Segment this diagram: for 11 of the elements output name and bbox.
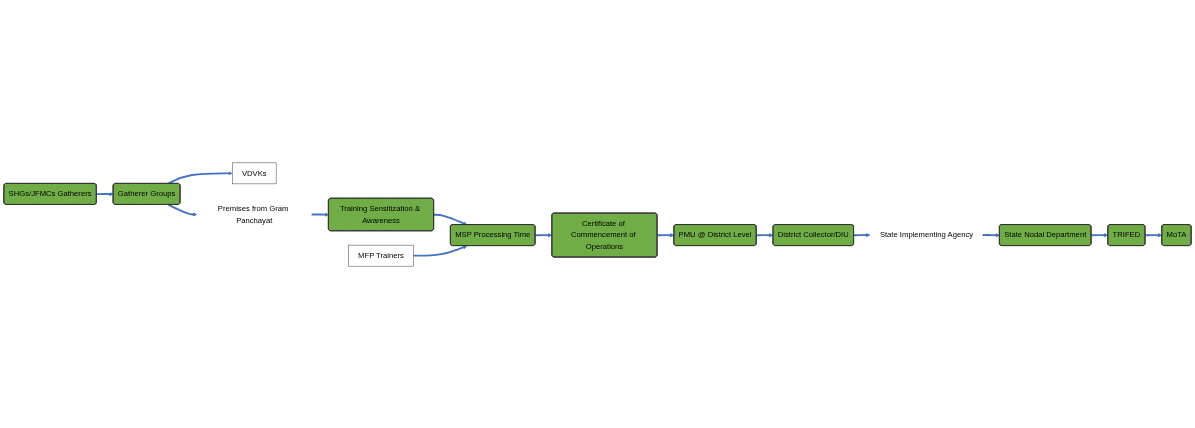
arrow	[432, 213, 468, 225]
arrow	[1090, 232, 1109, 237]
arrow	[534, 232, 553, 237]
arrow	[981, 232, 1000, 237]
arrow	[755, 232, 774, 237]
arrow	[412, 244, 468, 257]
arrow	[656, 232, 675, 237]
arrow	[95, 191, 114, 196]
arrow	[167, 203, 197, 217]
arrow	[852, 232, 871, 237]
arrow	[1144, 232, 1163, 237]
